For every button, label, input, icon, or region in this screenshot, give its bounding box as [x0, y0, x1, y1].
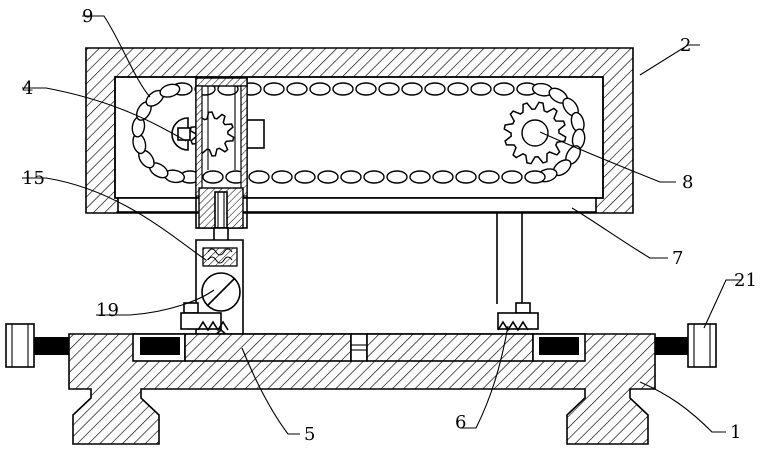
clamp-jaw-right	[497, 302, 539, 332]
adjust-screw-left	[5, 323, 180, 368]
chain-link	[202, 170, 224, 184]
label-drive-sprocket: 4	[22, 78, 33, 99]
right-post	[496, 212, 523, 304]
callout-plate: 7	[571, 207, 683, 269]
callout-jaw: 6	[455, 325, 509, 433]
chain-link	[363, 170, 385, 184]
callout-driven-sprocket: 8	[539, 131, 693, 193]
label-base: 1	[730, 422, 741, 443]
callout-roller: 19	[96, 289, 215, 321]
callout-chain: 9	[82, 6, 151, 98]
chain-link	[263, 82, 285, 96]
chain-link	[409, 170, 431, 184]
chain-link	[478, 170, 500, 184]
chain-link	[447, 82, 469, 96]
callout-frame: 2	[639, 35, 700, 76]
roller-housing	[195, 239, 244, 337]
callout-base: 1	[639, 381, 741, 443]
chain-link	[424, 82, 446, 96]
chain-link	[317, 170, 339, 184]
callout-slide-block: 5	[241, 347, 315, 445]
label-chain: 9	[82, 6, 93, 27]
slide-column	[195, 77, 248, 245]
label-driven-sprocket: 8	[682, 172, 693, 193]
label-plate: 7	[672, 248, 683, 269]
chain-link	[332, 82, 354, 96]
adjust-screw-right	[539, 323, 717, 368]
chain-link	[386, 170, 408, 184]
label-frame: 2	[680, 35, 691, 56]
chain-link	[524, 170, 546, 184]
label-screw: 21	[734, 270, 757, 291]
support-plate	[117, 197, 597, 213]
label-slide-block: 5	[304, 424, 315, 445]
slide-blocks	[132, 333, 586, 362]
label-column: 15	[22, 168, 45, 189]
chain-link	[401, 82, 423, 96]
chain-link	[248, 170, 270, 184]
chain-link	[501, 170, 523, 184]
chain-link	[493, 82, 515, 96]
driven-sprocket-gear-hub	[521, 119, 549, 147]
chain-link	[432, 170, 454, 184]
callout-column: 15	[22, 168, 207, 261]
chain-link	[340, 170, 362, 184]
chain-link	[309, 82, 331, 96]
drive-sprocket-assembly	[171, 111, 265, 157]
driven-sprocket	[503, 101, 567, 165]
chain-link	[271, 170, 293, 184]
chain-link	[378, 82, 400, 96]
chain-link	[159, 83, 181, 98]
chain-link	[286, 82, 308, 96]
label-jaw: 6	[455, 412, 466, 433]
callout-screw: 21	[703, 270, 757, 329]
clamp-jaw-left	[180, 302, 229, 332]
chain-link	[355, 82, 377, 96]
label-roller: 19	[96, 300, 119, 321]
chain-link	[470, 82, 492, 96]
chain-link	[455, 170, 477, 184]
chain-link	[294, 170, 316, 184]
callout-drive-sprocket: 4	[22, 78, 187, 142]
